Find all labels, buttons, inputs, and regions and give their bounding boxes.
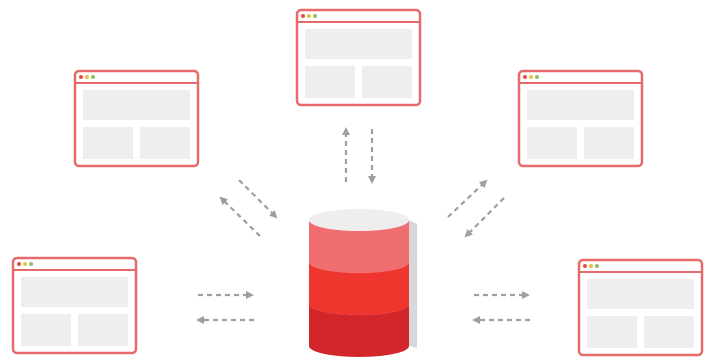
close-dot-icon xyxy=(583,264,587,268)
minimize-dot-icon xyxy=(85,75,89,79)
minimize-dot-icon xyxy=(307,14,311,18)
close-dot-icon xyxy=(79,75,83,79)
arrow-to-upper-left-window xyxy=(219,196,261,237)
database-band-top xyxy=(309,220,409,273)
maximize-dot-icon xyxy=(91,75,95,79)
browser-window-top-center xyxy=(295,8,422,107)
arrow-to-upper-right-window xyxy=(447,179,488,218)
database-band-bottom xyxy=(309,304,409,357)
browser-window-lower-right xyxy=(577,258,704,357)
close-dot-icon xyxy=(523,75,527,79)
content-block-right xyxy=(78,314,128,346)
content-block-wide xyxy=(305,29,412,59)
arrow-to-database-upper-right xyxy=(464,197,505,238)
content-block-wide xyxy=(21,277,128,307)
database-band-middle xyxy=(309,262,409,315)
browser-window-upper-left xyxy=(73,69,200,168)
database-icon xyxy=(309,209,417,357)
maximize-dot-icon xyxy=(535,75,539,79)
content-block-left xyxy=(83,127,133,159)
close-dot-icon xyxy=(17,262,21,266)
database-lid xyxy=(309,209,409,231)
content-block-wide xyxy=(587,279,694,309)
maximize-dot-icon xyxy=(595,264,599,268)
database-shadow xyxy=(409,220,417,348)
arrow-to-database-upper-left xyxy=(238,179,278,219)
content-block-left xyxy=(21,314,71,346)
close-dot-icon xyxy=(301,14,305,18)
maximize-dot-icon xyxy=(313,14,317,18)
content-block-right xyxy=(584,127,634,159)
minimize-dot-icon xyxy=(529,75,533,79)
content-block-left xyxy=(587,316,637,348)
content-block-left xyxy=(305,66,355,98)
maximize-dot-icon xyxy=(29,262,33,266)
minimize-dot-icon xyxy=(23,262,27,266)
browser-window-lower-left xyxy=(11,256,138,355)
content-block-right xyxy=(362,66,412,98)
content-block-wide xyxy=(527,90,634,120)
content-block-left xyxy=(527,127,577,159)
content-block-right xyxy=(140,127,190,159)
content-block-right xyxy=(644,316,694,348)
minimize-dot-icon xyxy=(589,264,593,268)
content-block-wide xyxy=(83,90,190,120)
browser-window-upper-right xyxy=(517,69,644,168)
